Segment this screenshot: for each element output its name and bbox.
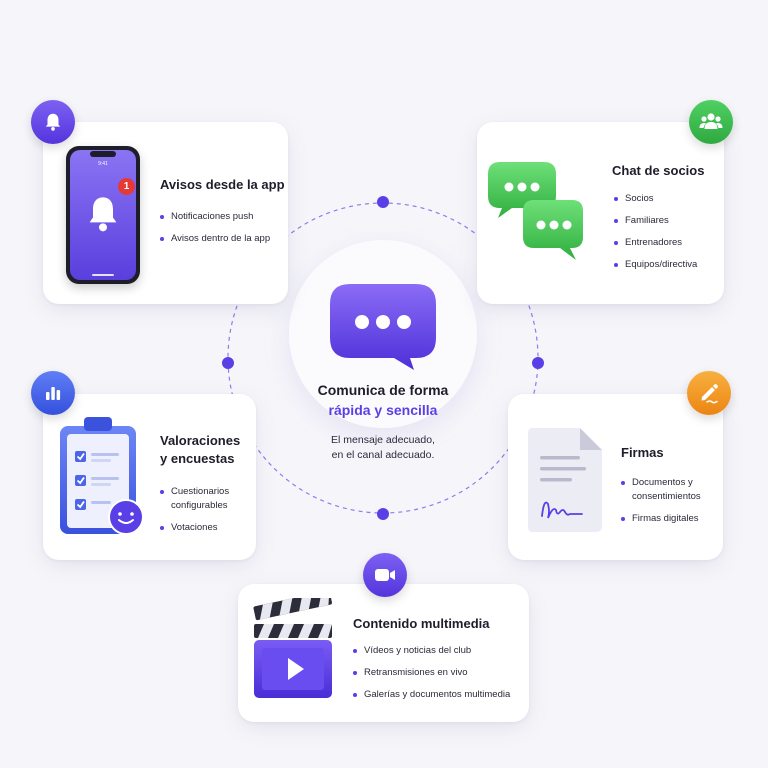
firmas-title: Firmas (621, 445, 664, 460)
center-heading-line2: rápida y sencilla (328, 402, 438, 418)
chat-item: Equipos/directiva (614, 258, 719, 272)
valoraciones-title-line2: y encuestas (160, 451, 235, 466)
notification-count-badge: 1 (118, 178, 135, 195)
valoraciones-item: Cuestionarios configurables (160, 485, 240, 513)
chat-title: Chat de socios (612, 163, 705, 178)
phone-notch (90, 151, 116, 157)
video-badge (363, 553, 407, 597)
chat-item: Socios (614, 192, 719, 206)
pen-icon (701, 384, 718, 404)
bell-icon (45, 113, 61, 131)
clipboard-illustration (60, 417, 144, 535)
chat-bubbles-illustration (488, 162, 583, 260)
chat-list: Socios Familiares Entrenadores Equipos/d… (614, 192, 719, 280)
users-badge (689, 100, 733, 144)
ring-dot-right (532, 357, 544, 369)
center-sub-line1: El mensaje adecuado, (331, 434, 435, 446)
bell-badge (31, 100, 75, 144)
pen-badge (687, 371, 731, 415)
chart-badge (31, 371, 75, 415)
firmas-item: Documentos y consentimientos (621, 476, 716, 504)
multimedia-title: Contenido multimedia (353, 616, 490, 631)
multimedia-item: Vídeos y noticias del club (353, 644, 523, 658)
valoraciones-title: Valoraciones y encuestas (160, 432, 240, 468)
valoraciones-item: Votaciones (160, 521, 240, 535)
chat-bubble-icon (330, 284, 436, 370)
video-camera-icon (375, 569, 395, 581)
phone-home-bar (92, 274, 114, 276)
center-subtitle: El mensaje adecuado, en el canal adecuad… (283, 433, 483, 463)
chat-item: Familiares (614, 214, 719, 228)
firmas-item: Firmas digitales (621, 512, 716, 526)
valoraciones-list: Cuestionarios configurables Votaciones (160, 485, 240, 543)
center-sub-line2: en el canal adecuado. (331, 449, 435, 461)
phone-bell-icon (89, 197, 117, 232)
phone-time: 9:41 (98, 161, 108, 167)
multimedia-item: Galerías y documentos multimedia (353, 688, 523, 702)
avisos-title: Avisos desde la app (160, 177, 285, 192)
valoraciones-title-line1: Valoraciones (160, 433, 241, 448)
avisos-item: Avisos dentro de la app (160, 232, 280, 246)
avisos-item: Notificaciones push (160, 210, 280, 224)
avisos-list: Notificaciones push Avisos dentro de la … (160, 210, 280, 254)
center-heading-line1: Comunica de forma (317, 382, 449, 398)
chat-item: Entrenadores (614, 236, 719, 250)
ring-dot-top (377, 196, 389, 208)
firmas-list: Documentos y consentimientos Firmas digi… (621, 476, 716, 534)
users-icon (699, 113, 723, 129)
multimedia-item: Retransmisiones en vivo (353, 666, 523, 680)
clapperboard-illustration (253, 598, 332, 698)
document-signature-illustration (528, 428, 602, 532)
bar-chart-icon (46, 387, 61, 400)
phone-illustration: 9:41 (66, 146, 140, 284)
ring-dot-bottom (377, 508, 389, 520)
multimedia-list: Vídeos y noticias del club Retransmision… (353, 644, 523, 710)
chat-card (477, 122, 724, 304)
center-heading: Comunica de forma rápida y sencilla (283, 380, 483, 420)
ring-dot-left (222, 357, 234, 369)
